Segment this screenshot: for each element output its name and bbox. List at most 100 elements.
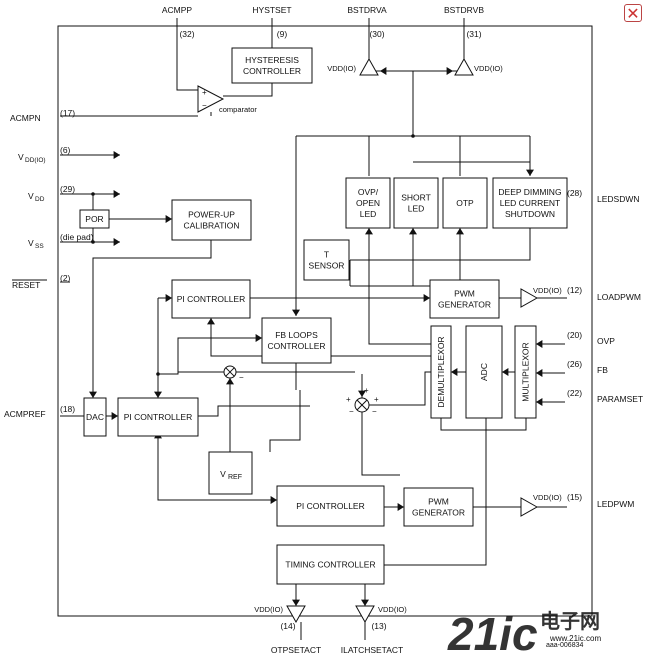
pi-controller-top-block-label: PI CONTROLLER <box>177 294 246 304</box>
hysteresis-controller-block-label: CONTROLLER <box>243 66 301 76</box>
signal-wire <box>157 432 277 501</box>
junction-dot <box>91 240 95 244</box>
arrow-head-icon <box>113 190 120 198</box>
arrow-head-icon <box>380 67 387 75</box>
pin-bstdrvb-number: (31) <box>466 29 481 39</box>
arrow-head-icon <box>446 67 453 75</box>
arrow-head-icon <box>536 340 543 348</box>
arrow-head-icon <box>111 412 118 420</box>
signal-wire <box>176 18 198 91</box>
pin-vss-sub: SS <box>35 243 44 250</box>
adc-block <box>465 325 503 419</box>
arrow-head-icon <box>255 334 262 342</box>
pi-controller-bottom-block <box>276 485 385 527</box>
buffer-supply-label: VDD(IO) <box>533 493 562 502</box>
pin-vss-number: (die pad) <box>60 232 94 242</box>
pi-controller-left-block-label: PI CONTROLLER <box>124 412 193 422</box>
buffer-supply-label: VDD(IO) <box>254 605 283 614</box>
arrow-head-icon <box>451 368 458 376</box>
arrow-head-icon <box>113 238 120 246</box>
pin-acmpn-number: (17) <box>60 108 75 118</box>
pwm-generator-top-block <box>429 279 500 319</box>
comparator-label: comparator <box>219 105 257 114</box>
arrow-head-icon <box>397 503 404 511</box>
arrow-head-icon <box>456 228 464 235</box>
arrow-head-icon <box>226 378 234 385</box>
junction-dot <box>411 134 415 138</box>
multiplexor-block <box>514 325 537 419</box>
t-sensor-block <box>303 239 350 281</box>
t-sensor-block-label: T <box>324 250 329 260</box>
buffer-supply-label: VDD(IO) <box>533 286 562 295</box>
otpsetact-buffer-icon <box>286 605 306 624</box>
pin-reset-name: RESET <box>12 280 40 290</box>
deep-dimming-block-label: DEEP DIMMING <box>498 187 561 197</box>
summer-fb-plus-left: + <box>346 395 351 404</box>
power-up-calibration-block <box>171 199 252 241</box>
fb-loops-controller-block-label: FB LOOPS <box>275 330 318 340</box>
pin-acmpref-name: ACMPREF <box>4 409 46 419</box>
demultiplexor-block-label: DEMULTIPLEXOR <box>436 336 446 407</box>
pin-vdd-sub: DD <box>35 196 45 203</box>
power-up-calibration-block-label: POWER-UP <box>188 210 235 220</box>
arrow-head-icon <box>154 391 162 398</box>
pin-paramset-number: (22) <box>567 388 582 398</box>
arrow-head-icon <box>536 369 543 377</box>
buffer-supply-label: VDD(IO) <box>474 64 503 73</box>
bstdrvb-buffer-icon <box>454 57 474 76</box>
comparator-minus: − <box>202 101 207 110</box>
ilatchsetact-buffer-icon <box>355 605 375 624</box>
por-block-label: POR <box>85 214 103 224</box>
pin-hystset-number: (9) <box>277 29 288 39</box>
pin-fb-number: (26) <box>567 359 582 369</box>
pwm-generator-bottom-block <box>403 487 474 527</box>
fb-loops-controller-block-label: CONTROLLER <box>267 341 325 351</box>
pin-otpsetact-number: (14) <box>280 621 295 631</box>
arrow-head-icon <box>361 599 369 606</box>
arrow-head-icon <box>502 368 509 376</box>
signal-wire <box>368 228 433 345</box>
pin-acmpn-name: ACMPN <box>10 113 41 123</box>
pin-fb-name: FB <box>597 365 608 375</box>
close-button[interactable]: ✕ <box>624 4 642 23</box>
arrow-head-icon <box>113 151 120 159</box>
por-block <box>79 209 110 229</box>
summer-fb-minus-right: − <box>372 407 377 416</box>
pin-ilatchsetact-number: (13) <box>371 621 386 631</box>
loadpwm-buffer-icon <box>520 288 539 308</box>
watermark-cn: 电子网 <box>540 610 600 633</box>
pin-ledsdwn-number: (28) <box>567 188 582 198</box>
short-led-block-label: SHORT <box>401 193 431 203</box>
pwm-generator-top-block-label: PWM <box>454 289 475 299</box>
deep-dimming-block <box>492 177 568 229</box>
signal-wire <box>210 318 433 357</box>
pi-controller-bottom-block-label: PI CONTROLLER <box>296 501 365 511</box>
otp-block <box>442 177 488 229</box>
signal-wire <box>223 83 273 97</box>
summer-vref-minus: − <box>239 373 244 382</box>
signal-wire <box>269 390 301 452</box>
pin-vddio-sub: DD(IO) <box>25 157 46 164</box>
dac-block <box>83 397 107 437</box>
arrow-head-icon <box>292 309 300 316</box>
signal-wire <box>350 228 531 261</box>
vref-sub: REF <box>228 474 242 481</box>
signal-wire <box>361 410 400 476</box>
pi-controller-left-block <box>117 397 199 437</box>
dac-block-label: DAC <box>86 412 104 422</box>
buffer-supply-label: VDD(IO) <box>378 605 407 614</box>
summing-node-vref-cross <box>225 367 235 377</box>
buffer-supply-label: VDD(IO) <box>327 64 356 73</box>
arrow-head-icon <box>207 318 215 325</box>
adc-block-label: ADC <box>479 363 489 381</box>
pin-ovp-number: (20) <box>567 330 582 340</box>
arrow-head-icon <box>409 228 417 235</box>
arrow-head-icon <box>365 228 373 235</box>
pin-bstdrva-name: BSTDRVA <box>347 5 387 15</box>
pin-otpsetact-name: OTPSETACT <box>271 645 321 655</box>
arrow-head-icon <box>270 496 277 504</box>
fb-loops-controller-block <box>261 317 332 364</box>
pin-vddio-name: V <box>18 152 24 162</box>
arrow-head-icon <box>292 599 300 606</box>
pin-ledsdwn-name: LEDSDWN <box>597 194 640 204</box>
